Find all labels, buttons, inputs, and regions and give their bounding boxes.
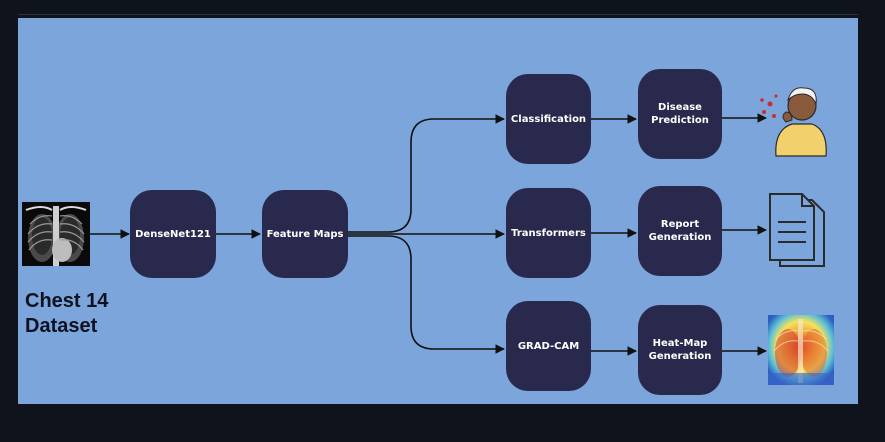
diagram-edges: [90, 113, 767, 356]
edge-featuremaps-to-classification: [348, 114, 505, 233]
node-classification: Classification: [506, 74, 591, 164]
edge-featuremaps-to-gradcam: [348, 235, 505, 354]
chest-xray-image: [22, 202, 90, 266]
dataset-label: Chest 14 Dataset: [25, 290, 109, 337]
node-feature-maps: Feature Maps: [262, 190, 348, 278]
node-transformers: Transformers: [506, 188, 591, 278]
heatmap-xray-icon: [768, 315, 834, 385]
node-grad-cam: GRAD-CAM: [506, 301, 591, 391]
pipeline-diagram: Chest 14 Dataset DenseNet121 Feature Map…: [18, 18, 858, 404]
node-densenet121: DenseNet121: [130, 190, 216, 278]
node-report-generation: Report Generation: [638, 186, 722, 276]
coughing-patient-icon: [760, 87, 827, 157]
top-divider: [18, 14, 858, 15]
document-icon: [769, 193, 825, 267]
node-heatmap-generation: Heat-Map Generation: [638, 305, 722, 395]
node-disease-prediction: Disease Prediction: [638, 69, 722, 159]
